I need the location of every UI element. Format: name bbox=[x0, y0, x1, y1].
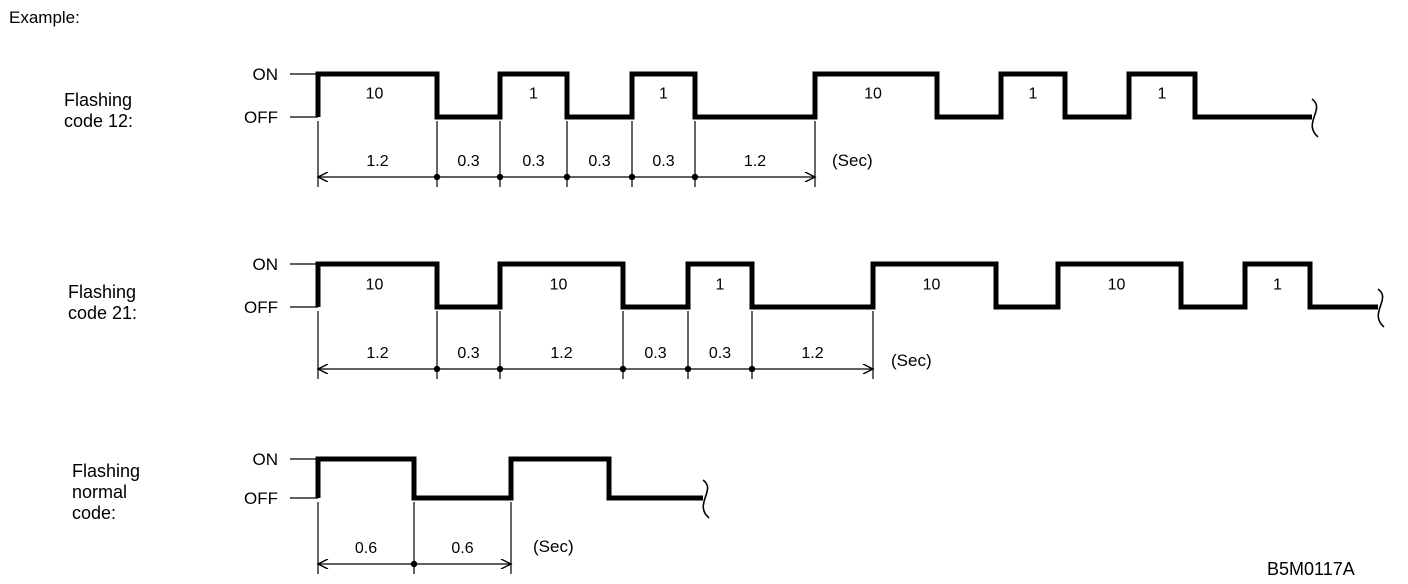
row-label-line: Flashing bbox=[72, 461, 141, 481]
dimension-junction-dot bbox=[684, 365, 692, 373]
on-level-label: ON bbox=[253, 450, 279, 469]
row-label-code-21: Flashing code 21: bbox=[68, 282, 137, 324]
diagram-heading: Example: bbox=[9, 8, 80, 27]
pulse-count-label: 1 bbox=[1029, 86, 1038, 103]
signal-waveform bbox=[315, 261, 1378, 310]
pulse-count-label: 10 bbox=[923, 277, 941, 294]
duration-label: 0.3 bbox=[709, 345, 731, 362]
on-level-label: ON bbox=[253, 255, 279, 274]
figure-id: B5M0117A bbox=[1267, 559, 1355, 579]
on-level-label: ON bbox=[253, 65, 279, 84]
off-level-label: OFF bbox=[244, 108, 278, 127]
unit-label: (Sec) bbox=[533, 537, 574, 556]
duration-label: 1.2 bbox=[744, 153, 766, 170]
pulse-count-label: 10 bbox=[366, 86, 384, 103]
row-label-line: code 21: bbox=[68, 303, 138, 323]
duration-label: 0.6 bbox=[355, 540, 377, 557]
row-label-line: Flashing bbox=[68, 282, 137, 302]
row-label-line: code: bbox=[72, 503, 117, 523]
pulse-count-label: 1 bbox=[1158, 86, 1167, 103]
dimension-junction-dot bbox=[691, 173, 699, 181]
duration-label: 0.3 bbox=[652, 153, 674, 170]
dimension-junction-dot bbox=[563, 173, 571, 181]
duration-label: 0.3 bbox=[522, 153, 544, 170]
duration-label: 1.2 bbox=[801, 345, 823, 362]
dimension-junction-dot bbox=[433, 365, 441, 373]
duration-label: 0.6 bbox=[451, 540, 473, 557]
row-label-code-12: Flashing code 12: bbox=[64, 90, 133, 132]
dimension-junction-dot bbox=[628, 173, 636, 181]
duration-label: 1.2 bbox=[366, 345, 388, 362]
signal-waveform bbox=[315, 456, 703, 501]
row-label-line: Flashing bbox=[64, 90, 133, 110]
dimension-junction-dot bbox=[496, 365, 504, 373]
pulse-count-label: 10 bbox=[1108, 277, 1126, 294]
off-level-label: OFF bbox=[244, 298, 278, 317]
unit-label: (Sec) bbox=[832, 151, 873, 170]
continuation-break-mark bbox=[702, 479, 710, 519]
row-label-normal-code: Flashing normal code: bbox=[72, 461, 140, 524]
dimension-junction-dot bbox=[433, 173, 441, 181]
pulse-count-label: 1 bbox=[659, 86, 668, 103]
pulse-count-label: 1 bbox=[716, 277, 725, 294]
continuation-break-mark bbox=[1377, 288, 1385, 328]
duration-label: 1.2 bbox=[366, 153, 388, 170]
duration-label: 0.3 bbox=[644, 345, 666, 362]
dimension-junction-dot bbox=[496, 173, 504, 181]
row-label-line: code 12: bbox=[64, 111, 134, 131]
pulse-count-label: 10 bbox=[550, 277, 568, 294]
dimension-junction-dot bbox=[748, 365, 756, 373]
dimension-junction-dot bbox=[410, 560, 418, 568]
pulse-count-label: 1 bbox=[1273, 277, 1282, 294]
row-label-line: normal bbox=[72, 482, 128, 502]
duration-label: 0.3 bbox=[457, 153, 479, 170]
duration-label: 0.3 bbox=[457, 345, 479, 362]
off-level-label: OFF bbox=[244, 489, 278, 508]
pulse-count-label: 1 bbox=[529, 86, 538, 103]
duration-label: 1.2 bbox=[550, 345, 572, 362]
dimension-junction-dot bbox=[619, 365, 627, 373]
duration-label: 0.3 bbox=[588, 153, 610, 170]
pulse-count-label: 10 bbox=[366, 277, 384, 294]
pulse-count-label: 10 bbox=[864, 86, 882, 103]
continuation-break-mark bbox=[1311, 98, 1319, 138]
signal-waveform bbox=[315, 71, 1312, 120]
unit-label: (Sec) bbox=[891, 351, 932, 370]
